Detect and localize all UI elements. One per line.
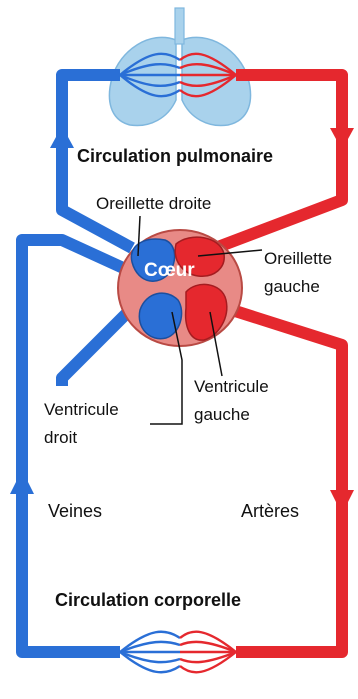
veins-up-arrow [10,470,34,494]
body-circulation-label: Circulation corporelle [55,590,241,610]
right-ventricle-label-line2: droit [44,428,77,447]
right-ventricle-label-line1: Ventricule [44,400,119,419]
heart [118,230,242,346]
heart-label: Cœur [144,260,195,281]
pulmonary-up-arrow [50,126,74,148]
right-ventricle-chamber [139,293,181,339]
right-atrium-label: Oreillette droite [96,194,211,213]
right-lung-lobe [109,37,176,125]
body-capillaries [120,632,236,673]
aorta-vessel [232,310,342,652]
arteries-down-arrow [330,490,354,514]
pulmonary-circulation-label: Circulation pulmonaire [77,146,273,166]
left-atrium-label-line1: Oreillette [264,249,332,268]
left-ventricle-label-line1: Ventricule [194,377,269,396]
left-atrium-label-line2: gauche [264,277,320,296]
trachea [175,8,184,44]
pulmonary-down-arrow [330,128,354,150]
left-ventricle-label-line2: gauche [194,405,250,424]
veins-label: Veines [48,501,102,521]
arteries-label: Artères [241,501,299,521]
